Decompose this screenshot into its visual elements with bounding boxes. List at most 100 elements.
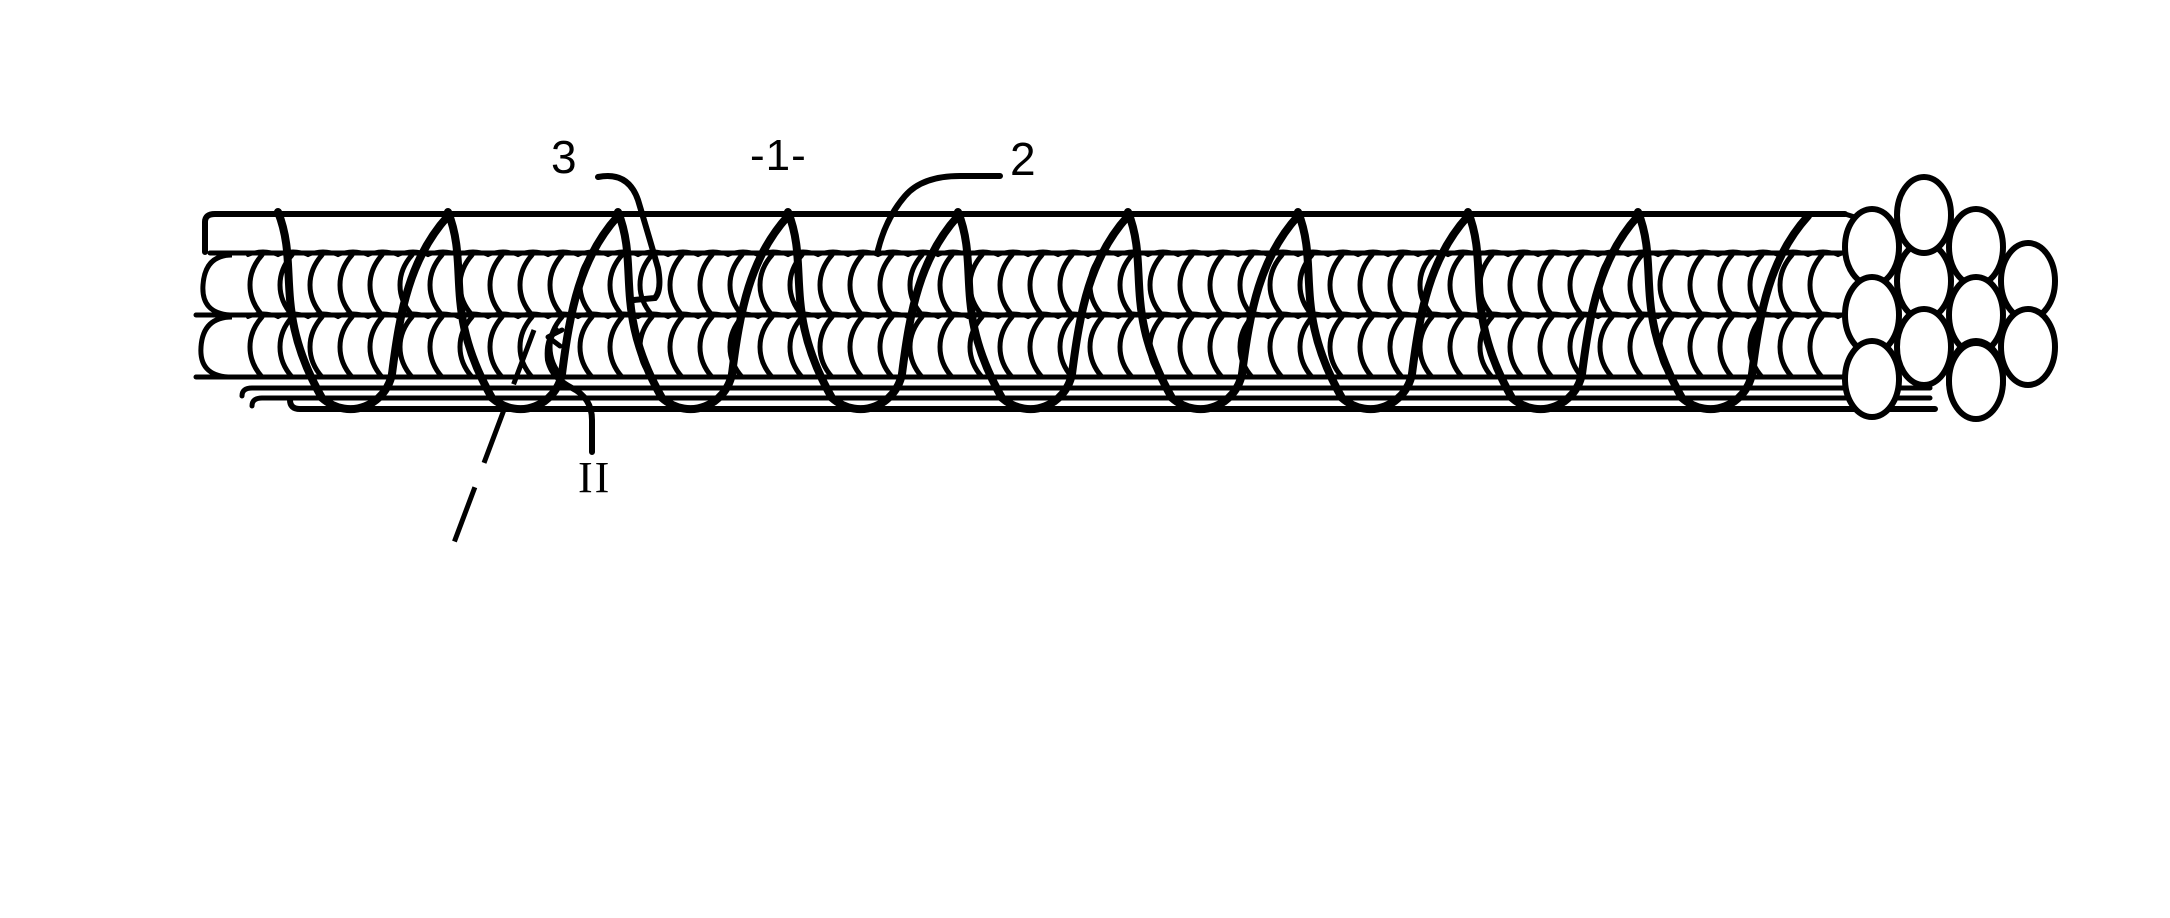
cable-bottom-edge-1 bbox=[239, 385, 1933, 399]
strand-arc-middle bbox=[1477, 314, 1495, 380]
strand-arc-top bbox=[1117, 252, 1135, 318]
strand-arc-middle-bump bbox=[1566, 311, 1600, 319]
strand-arc-middle-bump bbox=[1686, 311, 1720, 319]
strand-arc-top bbox=[1147, 252, 1165, 318]
strand-arc-top bbox=[247, 252, 265, 318]
cable-bottom-edge-3 bbox=[287, 397, 1938, 412]
leader-line-2 bbox=[875, 173, 1003, 253]
strand-arc-middle-bump bbox=[516, 311, 550, 319]
helix-front-turn bbox=[954, 208, 1076, 413]
strand-arc-middle-bump bbox=[426, 311, 460, 319]
strand-arc-top-bump bbox=[786, 249, 820, 257]
strand-arc-top bbox=[637, 252, 655, 318]
strand-arc-top-bump bbox=[546, 249, 580, 257]
strand-arc-top bbox=[1327, 252, 1345, 318]
left-cap-row2 bbox=[198, 314, 233, 380]
strand-arc-middle bbox=[367, 314, 385, 380]
strand-arc-top bbox=[1027, 252, 1045, 318]
strand-arc-top bbox=[307, 252, 325, 318]
section-arrow-head bbox=[545, 327, 565, 349]
wire-end-ellipse bbox=[1946, 340, 2006, 422]
strand-arc-top-bump bbox=[1326, 249, 1360, 257]
strand-arc-middle-bump bbox=[1176, 311, 1210, 319]
strand-arc-top bbox=[847, 252, 865, 318]
strand-arc-top-bump bbox=[666, 249, 700, 257]
strand-arc-middle bbox=[817, 314, 835, 380]
strand-arc-middle bbox=[697, 314, 715, 380]
strand-arc-top-bump bbox=[1116, 249, 1150, 257]
strand-arc-top-bump bbox=[1356, 249, 1390, 257]
cable-top-edge bbox=[202, 211, 1848, 255]
strand-arc-top bbox=[667, 252, 685, 318]
strand-arc-top-bump bbox=[246, 249, 280, 257]
strand-arc-middle bbox=[1567, 314, 1585, 380]
strand-arc-top bbox=[427, 252, 445, 318]
strand-arc-top-bump bbox=[1656, 249, 1690, 257]
strand-arc-top-bump bbox=[1386, 249, 1420, 257]
strand-arc-middle-bump bbox=[336, 311, 370, 319]
wire-end-ellipse bbox=[1998, 306, 2058, 388]
strand-arc-middle bbox=[1597, 314, 1615, 380]
strand-arc-middle-bump bbox=[1026, 311, 1060, 319]
helix-back-turn bbox=[898, 212, 962, 378]
helix-front-turn bbox=[1124, 208, 1246, 413]
strand-arc-middle bbox=[1717, 314, 1735, 380]
strand-arc-top bbox=[1207, 252, 1225, 318]
strand-arc-top bbox=[727, 252, 745, 318]
section-line-II bbox=[449, 329, 537, 549]
strand-arc-top-bump bbox=[1026, 249, 1060, 257]
callout-label-3: 3 bbox=[551, 131, 577, 183]
strand-arc-top bbox=[1447, 252, 1465, 318]
strand-arc-top-bump bbox=[606, 249, 640, 257]
strand-arc-top-bump bbox=[1206, 249, 1240, 257]
helix-front-turn bbox=[1294, 208, 1416, 413]
strand-arc-top bbox=[1747, 252, 1765, 318]
strand-arc-top bbox=[1807, 252, 1825, 318]
strand-arc-top-bump bbox=[1626, 249, 1660, 257]
strand-arc-middle-bump bbox=[546, 311, 580, 319]
strand-arc-middle-bump bbox=[1716, 311, 1750, 319]
section-line-segment bbox=[449, 329, 537, 549]
strand-arc-middle-bump bbox=[696, 311, 730, 319]
strand-arc-top-bump bbox=[1806, 249, 1840, 257]
wire-end-ellipse bbox=[1842, 206, 1902, 288]
strand-arc-middle-bump bbox=[876, 311, 910, 319]
strand-arc-middle bbox=[397, 314, 415, 380]
strand-arc-top bbox=[697, 252, 715, 318]
strand-arc-top bbox=[937, 252, 955, 318]
strand-arc-middle bbox=[967, 314, 985, 380]
strand-arc-top-bump bbox=[366, 249, 400, 257]
strand-arc-middle-bump bbox=[1326, 311, 1360, 319]
strand-arc-top-bump bbox=[486, 249, 520, 257]
left-cap-row1 bbox=[200, 252, 233, 318]
wire-end-ellipse bbox=[1894, 306, 1954, 388]
strand-arc-middle-bump bbox=[246, 311, 280, 319]
strand-arc-middle-bump bbox=[1506, 311, 1540, 319]
strand-arc-top-bump bbox=[696, 249, 730, 257]
strand-arc-top-bump bbox=[1296, 249, 1330, 257]
leader-line-3 bbox=[595, 173, 663, 303]
strand-arc-top bbox=[997, 252, 1015, 318]
callout-label-section-ii: II bbox=[578, 453, 612, 502]
strand-arc-top bbox=[517, 252, 535, 318]
strand-arc-top bbox=[1057, 252, 1075, 318]
strand-arc-top bbox=[607, 252, 625, 318]
strand-arc-middle bbox=[757, 314, 775, 380]
helix-back-turn bbox=[1068, 212, 1132, 378]
strand-arc-top bbox=[487, 252, 505, 318]
strand-arc-top bbox=[907, 252, 925, 318]
strand-arc-top bbox=[397, 252, 415, 318]
strand-arc-middle bbox=[1807, 314, 1825, 380]
helix-front-turn bbox=[1634, 208, 1756, 413]
strand-arc-top-bump bbox=[306, 249, 340, 257]
strand-arc-middle bbox=[1177, 314, 1195, 380]
strand-arc-middle-bump bbox=[1266, 311, 1300, 319]
strand-arc-top bbox=[1777, 252, 1795, 318]
helix-front-turn bbox=[274, 208, 396, 413]
strand-arc-top bbox=[337, 252, 355, 318]
strand-arc-top bbox=[1567, 252, 1585, 318]
strand-arc-middle bbox=[487, 314, 505, 380]
strand-arc-top-bump bbox=[1746, 249, 1780, 257]
helix-front-turn bbox=[444, 208, 566, 413]
strand-arc-top bbox=[1387, 252, 1405, 318]
